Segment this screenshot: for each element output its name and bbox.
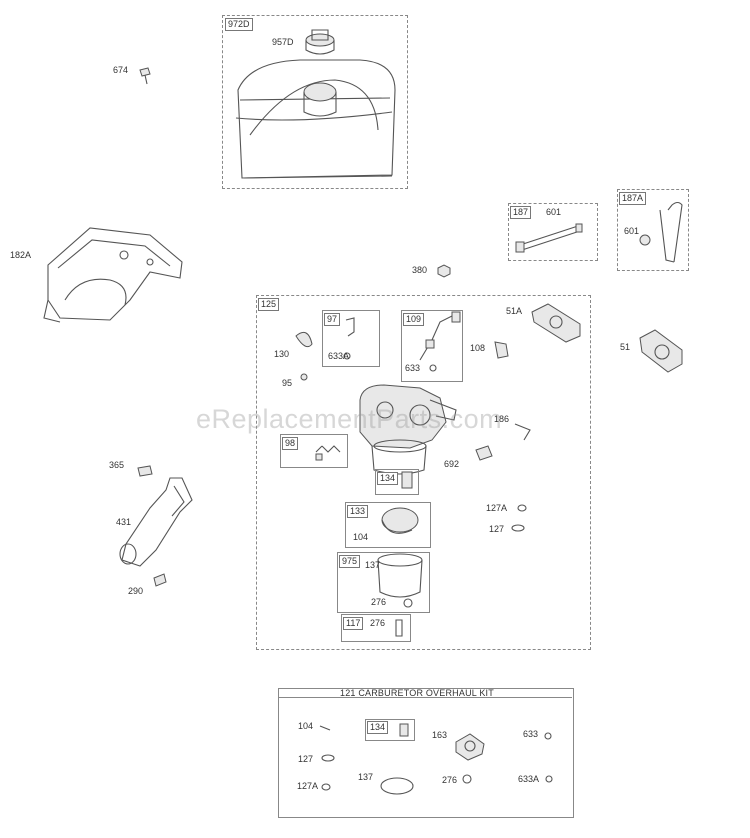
nut-380-drawing [437,264,451,278]
part-186-drawing [514,423,531,441]
carburetor-overhaul-kit [278,688,574,818]
part-109-drawing [419,315,453,361]
gasket-51-drawing [639,329,683,373]
group-117 [341,614,411,642]
part-365-drawing [137,465,153,477]
part-label-957D: 957D [272,37,294,47]
group-125 [256,295,591,650]
part-98-drawing [315,445,341,453]
part-label-380: 380 [412,265,428,275]
part-label-104: 104 [353,532,369,542]
fuel-line-187-drawing [515,223,583,253]
part-label-51A: 51A [506,306,523,316]
fuel-tank-drawing [235,59,396,179]
kit-633-drawing [544,732,552,740]
group-133 [345,502,431,548]
group-975 [337,552,430,613]
part-134-drawing [401,471,413,489]
bowl-drawing [377,553,423,608]
part-label-276-a: 276 [371,597,387,607]
part-117-drawing [395,619,403,637]
kit-104-drawing [319,725,331,731]
part-label-601-a: 601 [546,207,562,217]
bracket-drawing [43,227,183,323]
kit-group-label-134: 134 [367,721,389,734]
kit-part-label-127: 127 [298,754,314,764]
group-98 [280,434,348,468]
kit-127-drawing [321,754,335,762]
group-label-125: 125 [258,298,280,311]
part-label-290: 290 [128,586,144,596]
group-109 [401,310,463,382]
group-label-134: 134 [377,472,399,485]
kit-part-label-104: 104 [298,721,314,731]
gasket-51A-drawing [531,303,581,343]
part-108-drawing [494,341,509,359]
part-label-130: 130 [274,349,290,359]
kit-276-drawing [462,774,472,784]
group-label-975: 975 [339,555,361,568]
part-127A-drawing [517,504,527,512]
part-label-182A: 182A [10,250,32,260]
group-label-117: 117 [343,617,364,630]
part-label-674: 674 [113,65,129,75]
kit-127A-drawing [321,783,331,791]
kit-part-label-127A: 127A [297,781,319,791]
kit-title: 121 CARBURETOR OVERHAUL KIT [340,688,494,698]
group-97 [322,310,380,367]
group-187 [508,203,598,261]
carburetor-drawing [359,384,457,475]
part-97-drawing [345,317,355,337]
intake-pipe-drawing [119,477,193,567]
group-label-187A: 187A [619,192,647,205]
part-label-95: 95 [282,378,293,388]
group-label-97: 97 [324,313,341,326]
part-label-51: 51 [620,342,631,352]
kit-163-drawing [455,733,485,761]
kit-part-label-633A: 633A [518,774,540,784]
group-label-187: 187 [510,206,532,219]
part-127-drawing [511,524,525,532]
part-label-601-b: 601 [624,226,640,236]
part-label-137: 137 [365,560,381,570]
part-label-633: 633 [405,363,421,373]
part-label-633A: 633A [328,351,350,361]
part-label-365: 365 [109,460,125,470]
fuel-cap-drawing [305,29,335,55]
group-972D [222,15,408,189]
kit-134-drawing [399,723,409,737]
kit-title-divider [278,697,572,698]
part-label-692: 692 [444,459,460,469]
kit-137-drawing [380,777,414,795]
part-label-276-b: 276 [370,618,386,628]
part-692-drawing [475,445,493,461]
part-290-drawing [153,573,167,587]
part-label-186: 186 [494,414,510,424]
kit-part-label-163: 163 [432,730,448,740]
fuel-line-187A-drawing [639,201,683,263]
kit-633A-drawing [545,775,553,783]
part-label-108: 108 [470,343,486,353]
part-label-127: 127 [489,524,505,534]
group-134 [375,469,419,495]
kit-part-label-276: 276 [442,775,458,785]
group-label-133: 133 [347,505,369,518]
kit-part-label-633: 633 [523,729,539,739]
part-label-431: 431 [116,517,132,527]
part-130-drawing [295,331,313,348]
group-label-972D: 972D [225,18,253,31]
kit-group-134 [365,719,415,741]
watermark: eReplacementParts.com [196,404,503,434]
group-187A [617,189,689,271]
group-label-98: 98 [282,437,299,450]
part-label-127A: 127A [486,503,508,513]
float-drawing [381,507,419,534]
screw-674-drawing [139,67,151,85]
kit-part-label-137: 137 [358,772,374,782]
part-95-drawing [300,373,308,381]
group-label-109: 109 [403,313,425,326]
